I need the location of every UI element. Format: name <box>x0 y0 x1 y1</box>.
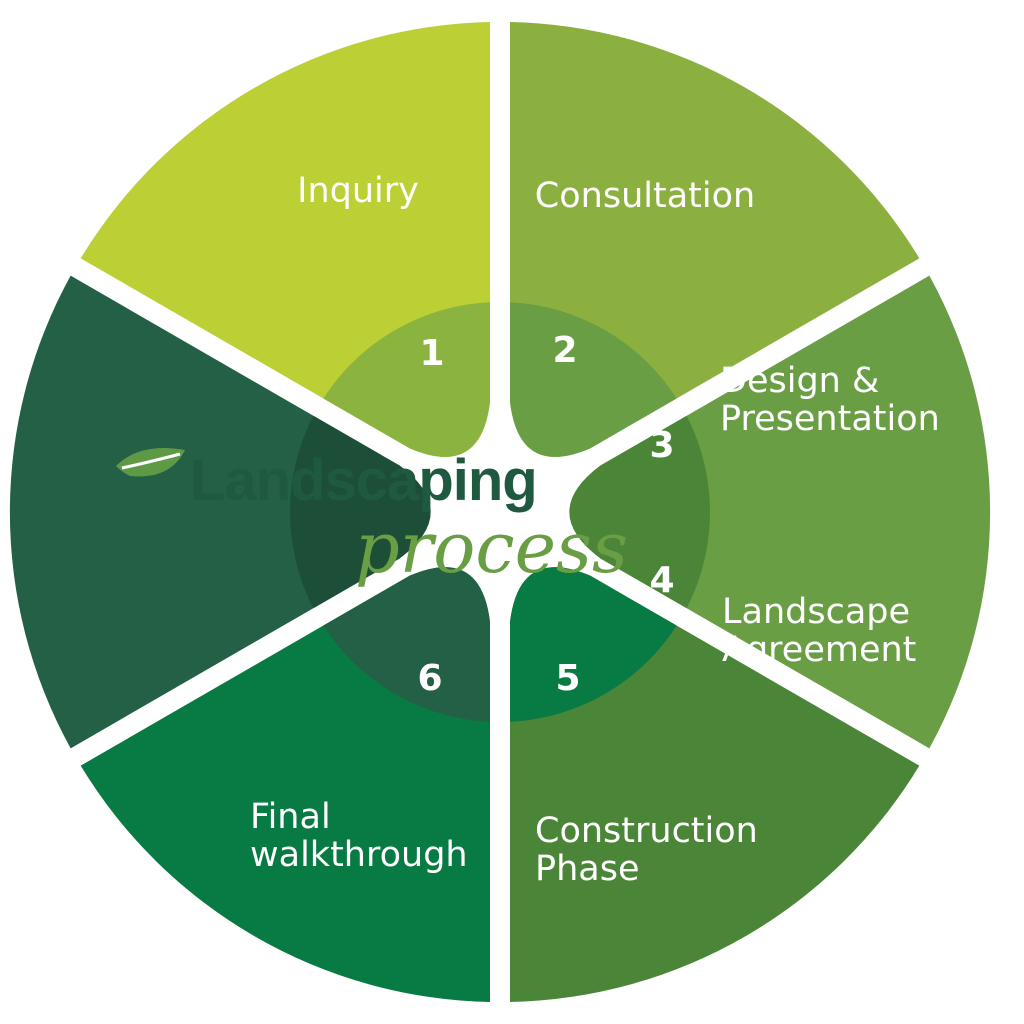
process-segments: 1 Inquiry 2 Consultation 3 Design &Presentati… <box>9 22 991 1002</box>
segment-2-hub <box>510 302 710 457</box>
segment-3-wedge <box>569 275 991 749</box>
step-number-5: 5 <box>555 658 580 699</box>
step-label-5-line: Construction <box>535 811 758 851</box>
step-label-6-line: walkthrough <box>250 835 468 875</box>
segment-1-hub <box>290 302 490 457</box>
step-label-4-line: Agreement <box>722 630 916 670</box>
segment-5-hub <box>290 567 490 722</box>
title-sub: process <box>355 507 628 589</box>
step-label-2: Consultation <box>535 176 755 216</box>
step-label-5-line: Phase <box>535 849 640 889</box>
step-label-3-line: Presentation <box>720 399 940 439</box>
step-label-6-line: Final <box>250 797 331 837</box>
title-main: Landscaping <box>190 448 537 513</box>
segment-1: 1 Inquiry <box>80 22 490 457</box>
segment-4-hub <box>510 567 710 722</box>
step-label-4-line: Landscape <box>722 592 910 632</box>
leaf-icon <box>116 448 185 477</box>
segment-6-wedge <box>9 275 431 749</box>
segment-2: 2 Consultation <box>510 22 920 457</box>
step-label-3-line: Design & <box>720 361 879 401</box>
step-number-4: 4 <box>649 560 674 601</box>
step-label-2-line: Consultation <box>535 176 755 216</box>
step-number-2: 2 <box>552 330 577 371</box>
step-number-3: 3 <box>649 425 674 466</box>
step-number-6: 6 <box>417 658 442 699</box>
step-number-1: 1 <box>419 333 444 374</box>
step-label-1: Inquiry <box>297 171 419 211</box>
step-label-3: Design &Presentation <box>720 361 940 439</box>
step-label-1-line: Inquiry <box>297 171 419 211</box>
diagram-title: Landscaping process <box>116 448 628 589</box>
